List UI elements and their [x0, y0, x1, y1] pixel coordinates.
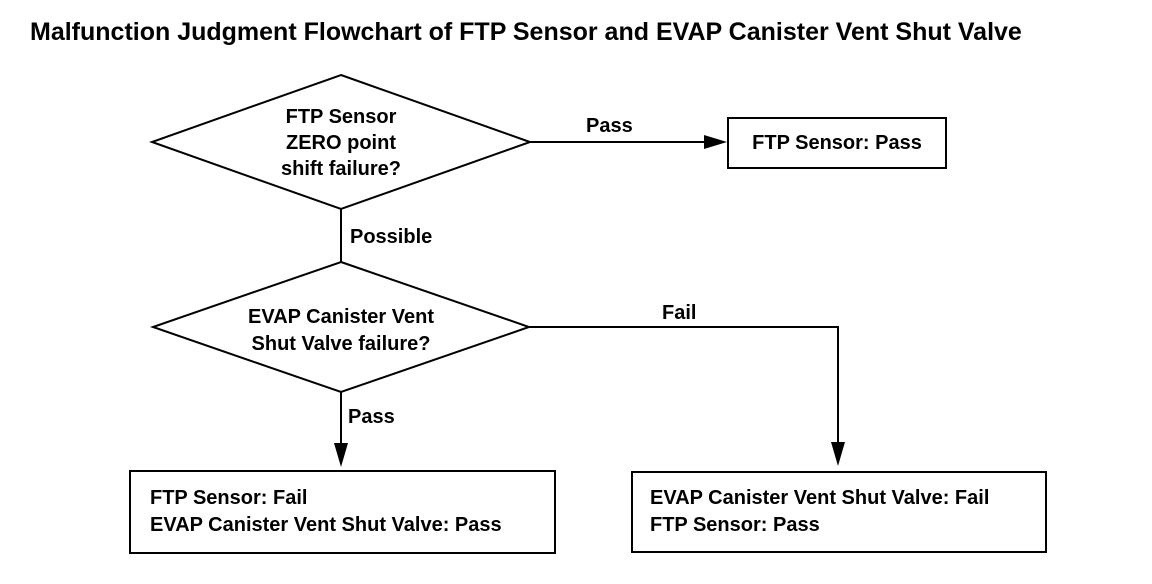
arrowhead-evap-fail [831, 442, 845, 466]
result-ftp-fail-box [129, 470, 556, 554]
edge-label-possible: Possible [350, 226, 433, 248]
result-evap-fail-line1: EVAP Canister Vent Shut Valve: Fail [650, 487, 990, 509]
decision-ftp-line2: ZERO point [286, 132, 396, 154]
result-evap-fail-text: EVAP Canister Vent Shut Valve: Fail FTP … [650, 472, 989, 552]
result-ftp-fail-line1: FTP Sensor: Fail [150, 487, 308, 509]
result-ftp-pass-text: FTP Sensor: Pass [728, 118, 946, 168]
decision-ftp-text: FTP Sensor ZERO point shift failure? [191, 104, 491, 182]
arrowhead-ftp-pass [704, 135, 727, 149]
decision-evap-line1: EVAP Canister Vent [248, 306, 434, 328]
result-evap-fail-line2: FTP Sensor: Pass [650, 514, 820, 536]
decision-ftp-line3: shift failure? [280, 158, 401, 180]
edge-label-evap-fail: Fail [662, 302, 697, 324]
decision-evap-text: EVAP Canister Vent Shut Valve failure? [191, 304, 491, 358]
connector-evap-fail [529, 326, 839, 443]
flowchart-title: Malfunction Judgment Flowchart of FTP Se… [30, 18, 1022, 46]
result-ftp-pass-box [727, 117, 947, 169]
result-evap-fail-box [631, 471, 1047, 553]
result-ftp-fail-line2: EVAP Canister Vent Shut Valve: Pass [150, 514, 502, 536]
decision-ftp-line1: FTP Sensor [285, 106, 397, 128]
result-ftp-pass-line1: FTP Sensor: Pass [752, 132, 922, 154]
edge-label-ftp-pass: Pass [586, 115, 633, 137]
arrowhead-evap-pass [334, 443, 348, 467]
decision-evap-line2: Shut Valve failure? [251, 333, 431, 355]
result-ftp-fail-text: FTP Sensor: Fail EVAP Canister Vent Shut… [150, 471, 502, 553]
edge-label-evap-pass: Pass [348, 406, 395, 428]
